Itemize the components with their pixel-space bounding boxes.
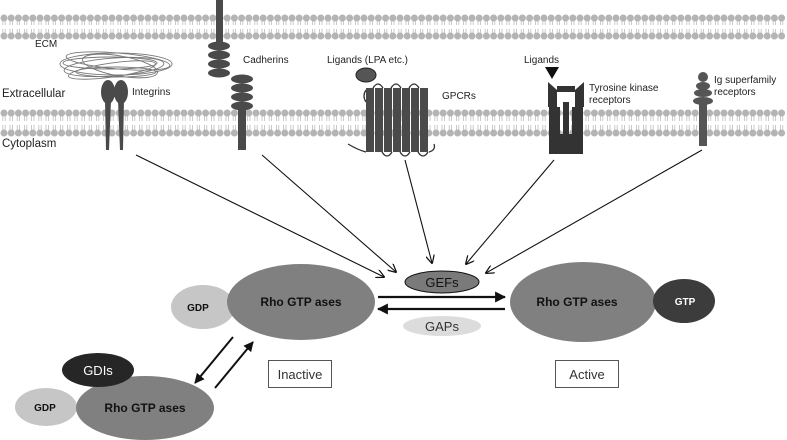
- gpcrs-label: GPCRs: [442, 91, 476, 102]
- gdp-lower-label: GDP: [34, 403, 56, 414]
- gdi-bound-rho-gtpase-node: [76, 376, 214, 440]
- lpa-ligands-label: Ligands (LPA etc.): [327, 55, 408, 66]
- gdi-bound-rho-gtpase-label: Rho GTP ases: [104, 401, 185, 415]
- outer-membrane-bilayer: [0, 14, 786, 40]
- tyrosine-kinase-receptor-icon: [548, 82, 584, 154]
- gaps-label: GAPs: [425, 319, 459, 334]
- gdp-label: GDP: [187, 303, 209, 314]
- rtk-label-line2: receptors: [589, 95, 631, 106]
- integrins-label: Integrins: [132, 87, 170, 98]
- active-rho-gtpase-label: Rho GTP ases: [536, 295, 617, 309]
- ig-to-gef-arrow: [486, 149, 703, 273]
- inactive-rho-gtpase-label: Rho GTP ases: [260, 295, 341, 309]
- lpa-ligand-icon: [355, 67, 377, 83]
- ecm-label: ECM: [35, 39, 57, 50]
- gpcr-to-gef-arrow: [404, 159, 432, 263]
- rtk-label-line1: Tyrosine kinase: [589, 83, 659, 94]
- integrin-to-gef-arrow: [135, 154, 384, 277]
- gdp-node: [171, 285, 235, 329]
- from-gdi-complex-arrow: [214, 341, 254, 389]
- ig-superfamily-receptor-icon: [693, 72, 713, 146]
- cadherin-to-gef-arrow: [261, 154, 396, 272]
- active-state-box: Active: [555, 360, 619, 388]
- gtp-label: GTP: [675, 297, 696, 308]
- gpcr-receptor-icon: [347, 83, 436, 157]
- cadherins-label: Cadherins: [243, 55, 289, 66]
- ecm-fibers-icon: [59, 51, 173, 80]
- active-rho-gtpase-node: [510, 262, 656, 342]
- gdis-label: GDIs: [83, 363, 113, 378]
- to-gdi-complex-arrow: [194, 336, 234, 384]
- plasma-membrane-bilayer: [0, 109, 786, 137]
- integrin-receptor-icon: [101, 80, 128, 150]
- rtk-to-gef-arrow: [466, 159, 555, 264]
- rtk-ligands-label: Ligands: [524, 55, 559, 66]
- cytoplasm-label: Cytoplasm: [2, 138, 56, 150]
- gaps-node: [403, 316, 481, 336]
- ig-superfamily-label-line2: receptors: [714, 87, 756, 98]
- gdp-lower-node: [15, 388, 77, 426]
- rtk-ligand-icon: [545, 67, 559, 79]
- gefs-label: GEFs: [425, 275, 459, 290]
- gtp-node: [653, 279, 715, 323]
- gefs-node: [404, 270, 480, 294]
- ig-superfamily-label-line1: Ig superfamily: [714, 75, 776, 86]
- cadherin-receptor-icon: [208, 0, 253, 150]
- inactive-rho-gtpase-node: [227, 264, 375, 340]
- inactive-state-box: Inactive: [268, 360, 332, 388]
- gdis-node: [62, 353, 134, 387]
- signaling-arrows: [135, 149, 703, 277]
- extracellular-label: Extracellular: [2, 88, 65, 100]
